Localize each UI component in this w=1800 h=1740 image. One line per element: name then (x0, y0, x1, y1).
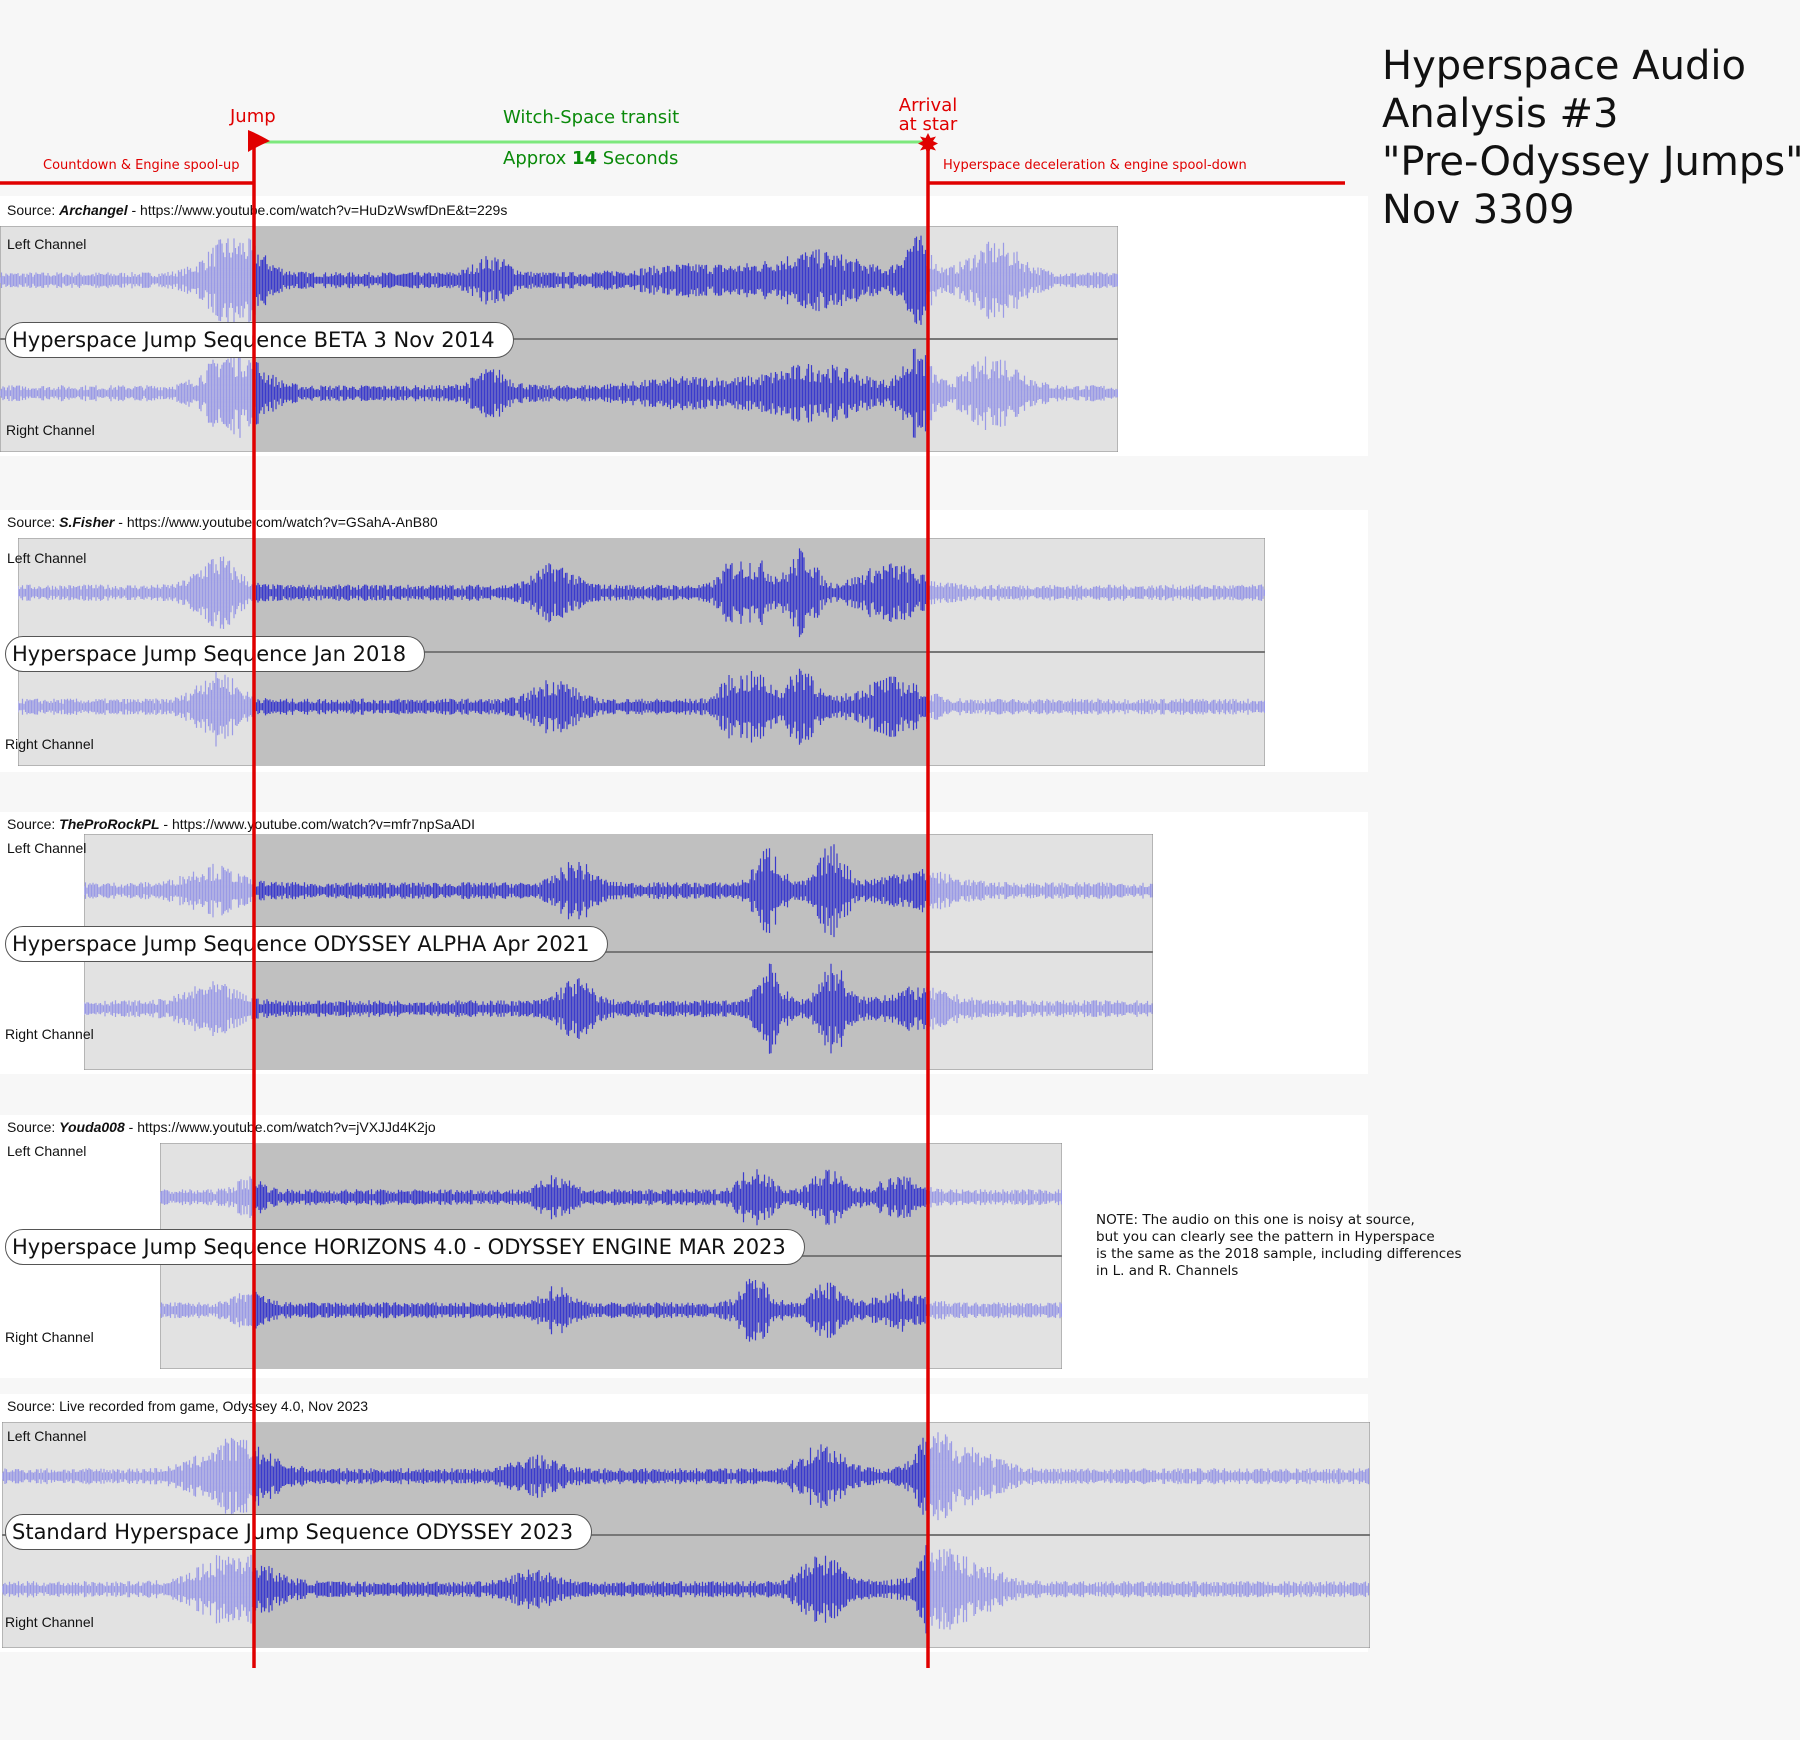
right-channel-label: Right Channel (5, 736, 94, 752)
source-prefix: Source: Live recorded from game, Odyssey… (7, 1398, 369, 1414)
arrival-star-icon (918, 133, 938, 154)
source-url: - https://www.youtube.com/watch?v=GSahA-… (114, 514, 438, 530)
source-line: Source: S.Fisher - https://www.youtube.c… (7, 514, 438, 530)
left-channel-waveform-outer (18, 556, 1265, 629)
right-channel-label: Right Channel (5, 1614, 94, 1630)
right-channel-waveform-outer (84, 981, 1153, 1036)
jump-label: Jump (230, 106, 276, 127)
note-line-4: in L. and R. Channels (1096, 1263, 1239, 1279)
waveform-track (0, 226, 1118, 452)
note-line-1: NOTE: The audio on this one is noisy at … (1096, 1212, 1415, 1228)
recording-label: Hyperspace Jump Sequence HORIZONS 4.0 - … (5, 1229, 805, 1265)
page-title: Hyperspace Audio Analysis #3 "Pre-Odysse… (1382, 42, 1800, 234)
recording-panel-4: Source: Youda008 - https://www.youtube.c… (0, 1115, 1368, 1378)
recording-label: Hyperspace Jump Sequence BETA 3 Nov 2014 (5, 322, 514, 358)
transit-duration-label: Approx 14 Seconds (503, 148, 678, 169)
recording-label: Standard Hyperspace Jump Sequence ODYSSE… (5, 1514, 593, 1550)
right-channel-label: Right Channel (5, 1026, 94, 1042)
left-channel-label: Left Channel (7, 840, 87, 856)
source-url: - https://www.youtube.com/watch?v=mfr7np… (159, 816, 476, 832)
source-line: Source: TheProRockPL - https://www.youtu… (7, 816, 475, 832)
source-prefix: Source: (7, 202, 60, 218)
arrival-label-line-2: at star (898, 114, 958, 135)
noise-note: NOTE: The audio on this one is noisy at … (1096, 1212, 1476, 1280)
recording-label: Hyperspace Jump Sequence ODYSSEY ALPHA A… (5, 926, 609, 962)
source-line: Source: Archangel - https://www.youtube.… (7, 202, 507, 218)
right-channel-label: Right Channel (5, 1329, 94, 1345)
right-channel-waveform-outer (0, 348, 1118, 438)
deceleration-label: Hyperspace deceleration & engine spool-d… (943, 158, 1247, 173)
transit-label: Witch-Space transit (503, 107, 680, 128)
title-line-2: Analysis #3 (1382, 91, 1619, 137)
title-line-3: "Pre-Odyssey Jumps" (1382, 139, 1800, 185)
recording-label: Hyperspace Jump Sequence Jan 2018 (5, 636, 426, 672)
source-url: - https://www.youtube.com/watch?v=HuDzWs… (127, 202, 508, 218)
approx-value: 14 (572, 148, 598, 169)
right-channel-waveform-outer (18, 666, 1265, 747)
left-channel-label: Left Channel (7, 550, 87, 566)
countdown-label: Countdown & Engine spool-up (43, 158, 240, 173)
title-line-1: Hyperspace Audio (1382, 43, 1746, 89)
left-channel-waveform-outer (2, 1432, 1370, 1521)
note-line-2: but you can clearly see the pattern in H… (1096, 1229, 1435, 1245)
note-line-3: is the same as the 2018 sample, includin… (1096, 1246, 1462, 1262)
arrival-label-line-1: Arrival (898, 95, 958, 116)
recording-panel-2: Source: S.Fisher - https://www.youtube.c… (0, 510, 1368, 772)
title-line-4: Nov 3309 (1382, 187, 1575, 233)
approx-suffix: Seconds (597, 148, 679, 169)
source-prefix: Source: (7, 1119, 60, 1135)
recording-panel-3: Source: TheProRockPL - https://www.youtu… (0, 812, 1368, 1074)
source-line: Source: Live recorded from game, Odyssey… (7, 1398, 368, 1414)
approx-prefix: Approx (503, 148, 573, 169)
recording-panel-5: Source: Live recorded from game, Odyssey… (0, 1394, 1370, 1652)
right-channel-waveform-outer (160, 1290, 1062, 1331)
recording-panel-1: Source: Archangel - https://www.youtube.… (0, 196, 1368, 456)
right-channel-label: Right Channel (6, 422, 95, 438)
waveform-svg (0, 226, 1118, 452)
left-channel-waveform-outer (160, 1176, 1062, 1218)
source-line: Source: Youda008 - https://www.youtube.c… (7, 1119, 436, 1135)
jump-marker-icon (248, 130, 270, 152)
source-prefix: Source: (7, 514, 60, 530)
left-channel-waveform-outer (84, 863, 1153, 918)
left-channel-label: Left Channel (7, 1428, 87, 1444)
left-channel-waveform-outer (0, 238, 1118, 323)
source-author: TheProRockPL (59, 816, 160, 832)
source-author: Youda008 (59, 1119, 125, 1135)
arrival-label: Arrival at star (898, 96, 958, 134)
left-channel-label: Left Channel (7, 236, 87, 252)
source-author: S.Fisher (59, 514, 115, 530)
source-author: Archangel (59, 202, 128, 218)
source-prefix: Source: (7, 816, 60, 832)
source-url: - https://www.youtube.com/watch?v=jVXJJd… (124, 1119, 436, 1135)
right-channel-waveform-outer (2, 1548, 1370, 1630)
left-channel-label: Left Channel (7, 1143, 87, 1159)
